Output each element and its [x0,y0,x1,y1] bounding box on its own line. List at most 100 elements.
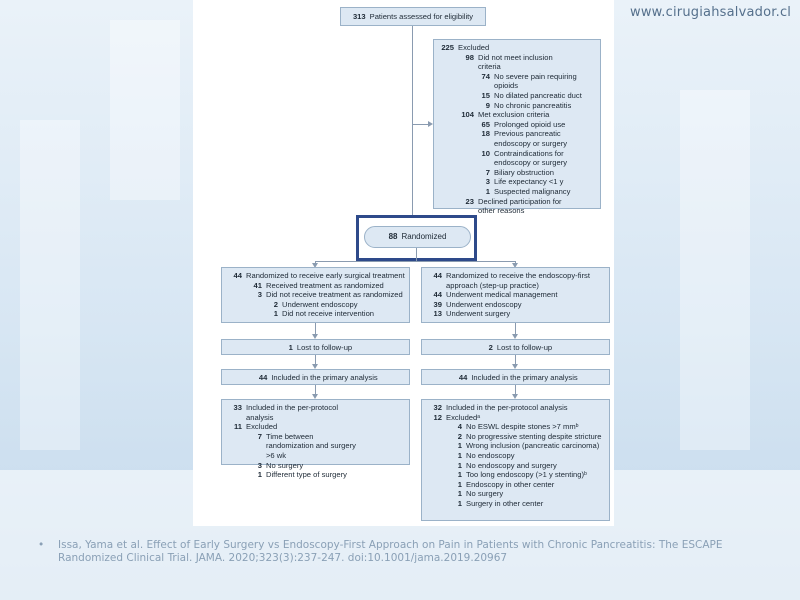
surgery-perprotocol-3: 3 No surgery [228,461,403,471]
endoscopy-perprotocol-4-label: Wrong inclusion (pancreatic carcinoma) [466,441,600,451]
surgery-perprotocol-2-label: Time between randomization and surgery >… [266,431,356,460]
surgery-lost-count: 1 [288,343,293,352]
arrow-endoscopy-perprotocol [512,394,518,399]
connector-split [315,261,515,262]
endoscopy-primary-count: 44 [458,373,468,382]
excluded-item-11-label: Declined participation for other reasons [478,196,562,216]
surgery-perprotocol-0-label: Included in the per-protocol analysis [246,403,339,422]
assessed-count: 313 [352,12,366,21]
surgery-perprotocol-3-label: No surgery [266,460,304,470]
endoscopy-perprotocol-8: 1 Endoscopy in other center [428,480,603,490]
connector-endoscopy-3 [515,385,516,394]
endoscopy-perprotocol-10-label: Surgery in other center [466,498,544,508]
excluded-item-9-count: 3 [485,177,490,187]
surgery-perprotocol-4-label: Different type of surgery [266,470,347,480]
endoscopy-allocation-1-label: Underwent medical management [446,290,558,300]
excluded-item-10-label: Suspected malignancy [494,186,571,196]
connector-surgery-3 [315,385,316,394]
endoscopy-perprotocol-4-count: 1 [457,441,462,451]
endoscopy-allocation-0-count: 44 [433,271,442,280]
excluded-item-5-label: Prolonged opioid use [494,119,566,129]
endoscopy-primary-label: Included in the primary analysis [471,373,578,382]
endoscopy-allocation-0-label: Randomized to receive the endoscopy-firs… [446,271,590,290]
arrow-surgery-lost [312,334,318,339]
endoscopy-allocation-1-count: 44 [433,290,442,300]
surgery-perprotocol-0-count: 33 [233,403,242,412]
randomized-count: 88 [388,232,398,241]
background-building-left [110,20,180,200]
surgery-perprotocol-3-count: 3 [257,460,262,470]
surgery-perprotocol-4-count: 1 [257,470,262,480]
excluded-item-6-label: Previous pancreatic endoscopy or surgery [494,129,568,148]
excluded-item-10-count: 1 [485,186,490,196]
surgery-allocation-4: 1 Did not receive intervention [228,309,403,319]
endoscopy-allocation-1: 44 Underwent medical management [428,290,603,300]
background-column-right [680,90,750,450]
surgery-allocation-3-count: 2 [273,299,278,309]
endoscopy-perprotocol-10-count: 1 [457,498,462,508]
excluded-item-11-count: 23 [465,196,474,206]
connector-endoscopy-2 [515,355,516,364]
connector-assessed-down [412,26,413,216]
excluded-item-0-count: 98 [465,52,474,62]
endoscopy-allocation-3-count: 13 [433,309,442,319]
arrow-right-allocation [512,263,518,268]
endoscopy-perprotocol-10: 1 Surgery in other center [428,499,603,509]
citation: • Issa, Yama et al. Effect of Early Surg… [38,539,778,565]
connector-surgery-1 [315,323,316,334]
endoscopy-allocation-3: 13 Underwent surgery [428,309,603,319]
endoscopy-lost-count: 2 [488,343,493,352]
endoscopy-perprotocol-0-count: 32 [433,403,442,412]
background-column-left [20,120,80,450]
surgery-primary-count: 44 [258,373,268,382]
arrow-to-excluded [428,121,433,127]
excluded-item-2-count: 15 [481,90,490,100]
arrow-endoscopy-lost [512,334,518,339]
endoscopy-perprotocol-8-label: Endoscopy in other center [466,479,555,489]
connector-to-excluded [412,124,428,125]
endoscopy-allocation-3-label: Underwent surgery [446,309,511,319]
connector-left-down [315,261,316,263]
endoscopy-perprotocol-3-count: 2 [457,431,462,441]
arrow-endoscopy-primary [512,364,518,369]
citation-text: Issa, Yama et al. Effect of Early Surger… [58,539,723,564]
surgery-allocation-1-label: Received treatment as randomized [266,280,384,290]
arrow-left-allocation [312,263,318,268]
connector-endoscopy-1 [515,323,516,334]
endoscopy-perprotocol-6-label: No endoscopy and surgery [466,460,557,470]
endoscopy-perprotocol-1-count: 12 [433,412,442,422]
surgery-allocation-4-label: Did not receive intervention [282,309,375,319]
endoscopy-perprotocol-8-count: 1 [457,479,462,489]
endoscopy-allocation-0: 44 Randomized to receive the endoscopy-fi… [428,271,603,290]
surgery-lost-label: Lost to follow-up [296,343,353,352]
randomized-label: Randomized [401,232,447,241]
surgery-allocation-4-count: 1 [273,309,278,319]
surgery-allocation-1-count: 41 [253,280,262,290]
surgery-allocation-0-label: Randomized to receive early surgical tre… [246,271,405,280]
endoscopy-perprotocol-9-count: 1 [457,489,462,499]
site-url: www.cirugiahsalvador.cl [630,5,792,20]
excluded-item-4-label: Met exclusion criteria [478,110,550,120]
